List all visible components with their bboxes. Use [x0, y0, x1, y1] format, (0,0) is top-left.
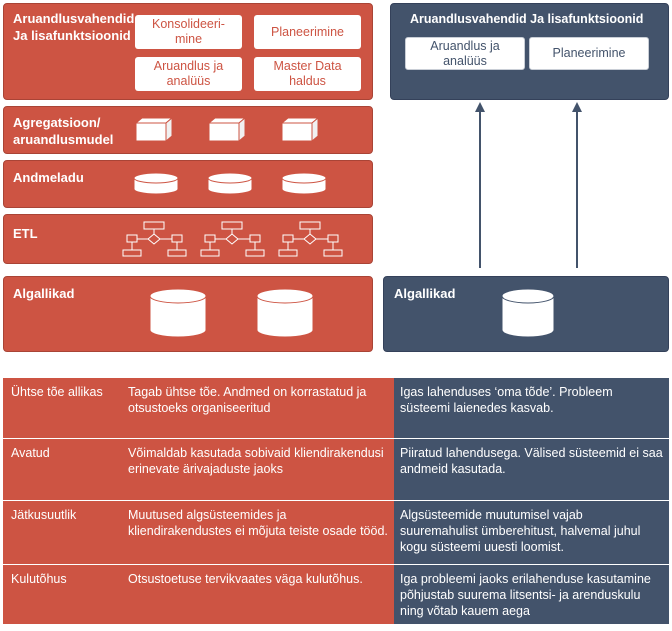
flowchart-icon	[200, 221, 265, 257]
cube-icon	[280, 116, 320, 143]
flowchart-icon	[122, 221, 187, 257]
table-row: Kulutõhus Otsustoetuse tervikvaates väga…	[3, 564, 669, 624]
flat-cylinder-icon	[133, 172, 179, 195]
right-reporting-analysis-button[interactable]: Aruandlus ja analüüs	[405, 37, 525, 70]
reporting-analysis-button[interactable]: Aruandlus ja analüüs	[135, 57, 242, 91]
planning-button[interactable]: Planeerimine	[254, 15, 361, 49]
etl-title: ETL	[13, 226, 38, 241]
row-label: Ühtse tõe allikas	[3, 378, 122, 439]
right-tools-title: Aruandlusvahendid Ja lisafunktsioonid	[410, 12, 644, 26]
aggregation-title: Agregatsioon/ aruandlusmudel	[13, 115, 114, 147]
database-icon	[501, 288, 555, 338]
table-row: Ühtse tõe allikas Tagab ühtse tõe. Andme…	[3, 378, 669, 439]
warehouse-title: Andmeladu	[13, 170, 84, 185]
flat-cylinder-icon	[281, 172, 327, 195]
master-data-button[interactable]: Master Data haldus	[254, 57, 361, 91]
right-planning-button[interactable]: Planeerimine	[529, 37, 649, 70]
row-label: Jätkusuutlik	[3, 500, 122, 565]
left-cell: Tagab ühtse tõe. Andmed on korrastatud j…	[122, 378, 394, 439]
table-row: Jätkusuutlik Muutused algsüsteemides ja …	[3, 500, 669, 565]
comparison-table: Ühtse tõe allikas Tagab ühtse tõe. Andme…	[3, 378, 669, 624]
right-sources-title: Algallikad	[394, 286, 456, 301]
database-icon	[256, 288, 314, 338]
consolidation-button[interactable]: Konsolideeri-mine	[135, 15, 242, 49]
cube-icon	[134, 116, 174, 143]
left-tools-panel: Aruandlusvahendid Ja lisafunktsioonid Ko…	[3, 3, 373, 100]
right-cell: Piiratud lahendusega. Välised süsteemid …	[394, 438, 669, 501]
right-tools-panel: Aruandlusvahendid Ja lisafunktsioonid Ar…	[390, 3, 669, 100]
arrow-up-icon	[572, 102, 582, 268]
database-icon	[149, 288, 207, 338]
left-cell: Muutused algsüsteemides ja kliendirakend…	[122, 500, 394, 565]
right-cell: Algsüsteemide muutumisel vajab suuremahu…	[394, 500, 669, 565]
table-row: Avatud Võimaldab kasutada sobivaid klien…	[3, 438, 669, 501]
left-cell: Võimaldab kasutada sobivaid kliendiraken…	[122, 438, 394, 501]
right-cell: Iga probleemi jaoks erilahenduse kasutam…	[394, 564, 669, 624]
arrow-up-icon	[475, 102, 485, 268]
flat-cylinder-icon	[207, 172, 253, 195]
left-sources-title: Algallikad	[13, 286, 75, 301]
right-cell: Igas lahenduses ‘oma tõde’. Probleem süs…	[394, 378, 669, 439]
row-label: Kulutõhus	[3, 564, 122, 624]
left-cell: Otsustoetuse tervikvaates väga kulutõhus…	[122, 564, 394, 624]
cube-icon	[207, 116, 247, 143]
row-label: Avatud	[3, 438, 122, 501]
flowchart-icon	[278, 221, 343, 257]
left-tools-title: Aruandlusvahendid Ja lisafunktsioonid	[13, 11, 135, 43]
